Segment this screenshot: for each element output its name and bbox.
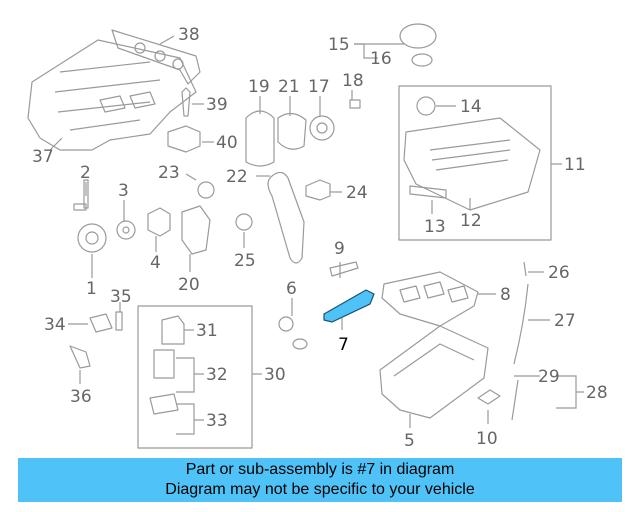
oil-pan-5 [379, 325, 489, 419]
callout-9: 9 [334, 239, 345, 259]
oil-cap-15 [399, 23, 437, 49]
callout-18: 18 [342, 71, 364, 91]
banner-line-2: Diagram may not be specific to your vehi… [165, 481, 475, 498]
callout-29: 29 [538, 367, 560, 387]
cover-21 [277, 112, 307, 150]
callout-25: 25 [234, 251, 256, 271]
callout-13: 13 [424, 217, 446, 237]
callout-8: 8 [500, 285, 511, 305]
housing-31 [161, 315, 185, 345]
idler-25 [235, 213, 253, 231]
drain-plug-10 [477, 389, 501, 405]
callout-31: 31 [196, 321, 218, 341]
valve-cover-group-box [398, 85, 552, 241]
callout-30: 30 [264, 365, 286, 385]
sprocket-3 [116, 220, 136, 240]
callout-14: 14 [460, 97, 482, 117]
callout-19: 19 [248, 77, 270, 97]
banner-line-1: Part or sub-assembly is #7 in diagram [185, 461, 455, 478]
timing-cover-19 [245, 110, 275, 167]
callout-26: 26 [548, 263, 570, 283]
callout-33: 33 [206, 411, 228, 431]
callout-labels: 38 39 40 37 2 3 1 4 19 21 17 18 15 16 14… [32, 25, 608, 451]
callout-37: 37 [32, 147, 54, 167]
dipstick-tube-27 [513, 283, 529, 365]
callout-32: 32 [206, 365, 228, 385]
callout-11: 11 [564, 155, 586, 175]
callout-27: 27 [554, 311, 576, 331]
callout-12: 12 [460, 211, 482, 231]
intake-manifold [27, 39, 197, 151]
callout-34: 34 [44, 315, 66, 335]
callout-21: 21 [278, 77, 300, 97]
callout-17: 17 [308, 77, 330, 97]
gasket-8 [381, 271, 479, 327]
callout-15: 15 [328, 35, 350, 55]
gear-17 [309, 115, 335, 141]
dipstick-26 [523, 261, 527, 277]
bolt-39 [181, 87, 191, 117]
cooler-33 [149, 393, 179, 415]
callout-39: 39 [206, 95, 228, 115]
manifold-gasket [111, 29, 201, 85]
leader-lines [49, 35, 584, 435]
info-banner: Part or sub-assembly is #7 in diagram Di… [18, 458, 622, 502]
gasket-13 [409, 185, 447, 199]
callout-3: 3 [118, 181, 129, 201]
callout-40: 40 [216, 133, 238, 153]
callout-23: 23 [158, 163, 180, 183]
belt-22 [267, 171, 305, 264]
valve-cover-12 [403, 117, 541, 211]
mount-34 [89, 313, 113, 333]
callout-28: 28 [586, 383, 608, 403]
callout-5: 5 [404, 431, 415, 451]
callout-10: 10 [476, 429, 498, 449]
oil-filter-group-box [137, 305, 253, 449]
part-6b [292, 338, 308, 350]
part-6a [278, 316, 294, 332]
pulley-24 [305, 179, 331, 201]
bracket-36 [69, 345, 91, 369]
tensioner-20 [181, 205, 211, 255]
bolt-2 [73, 179, 89, 211]
clip-18 [349, 99, 361, 109]
sensor-40 [167, 125, 201, 153]
parts-diagram: 38 39 40 37 2 3 1 4 19 21 17 18 15 16 14… [27, 23, 608, 451]
callout-20: 20 [178, 275, 200, 295]
callout-6: 6 [286, 279, 297, 299]
part-35 [115, 311, 123, 331]
seal-16 [411, 53, 433, 67]
seal-14 [416, 96, 436, 116]
callout-24: 24 [346, 183, 368, 203]
callout-22: 22 [226, 167, 248, 187]
bracket-9 [329, 261, 359, 277]
callout-35: 35 [110, 287, 132, 307]
pulley-1 [77, 223, 107, 253]
sensor-4 [147, 207, 171, 237]
callout-2: 2 [80, 163, 91, 183]
callout-7: 7 [338, 335, 349, 355]
callout-4: 4 [150, 253, 161, 273]
callout-16: 16 [370, 49, 392, 69]
callout-1: 1 [86, 279, 97, 299]
callout-36: 36 [70, 387, 92, 407]
filter-32 [153, 349, 175, 379]
callout-38: 38 [178, 25, 200, 45]
seal-23 [197, 181, 215, 199]
dipstick-28 [511, 379, 519, 421]
highlighted-part-7 [323, 289, 375, 323]
